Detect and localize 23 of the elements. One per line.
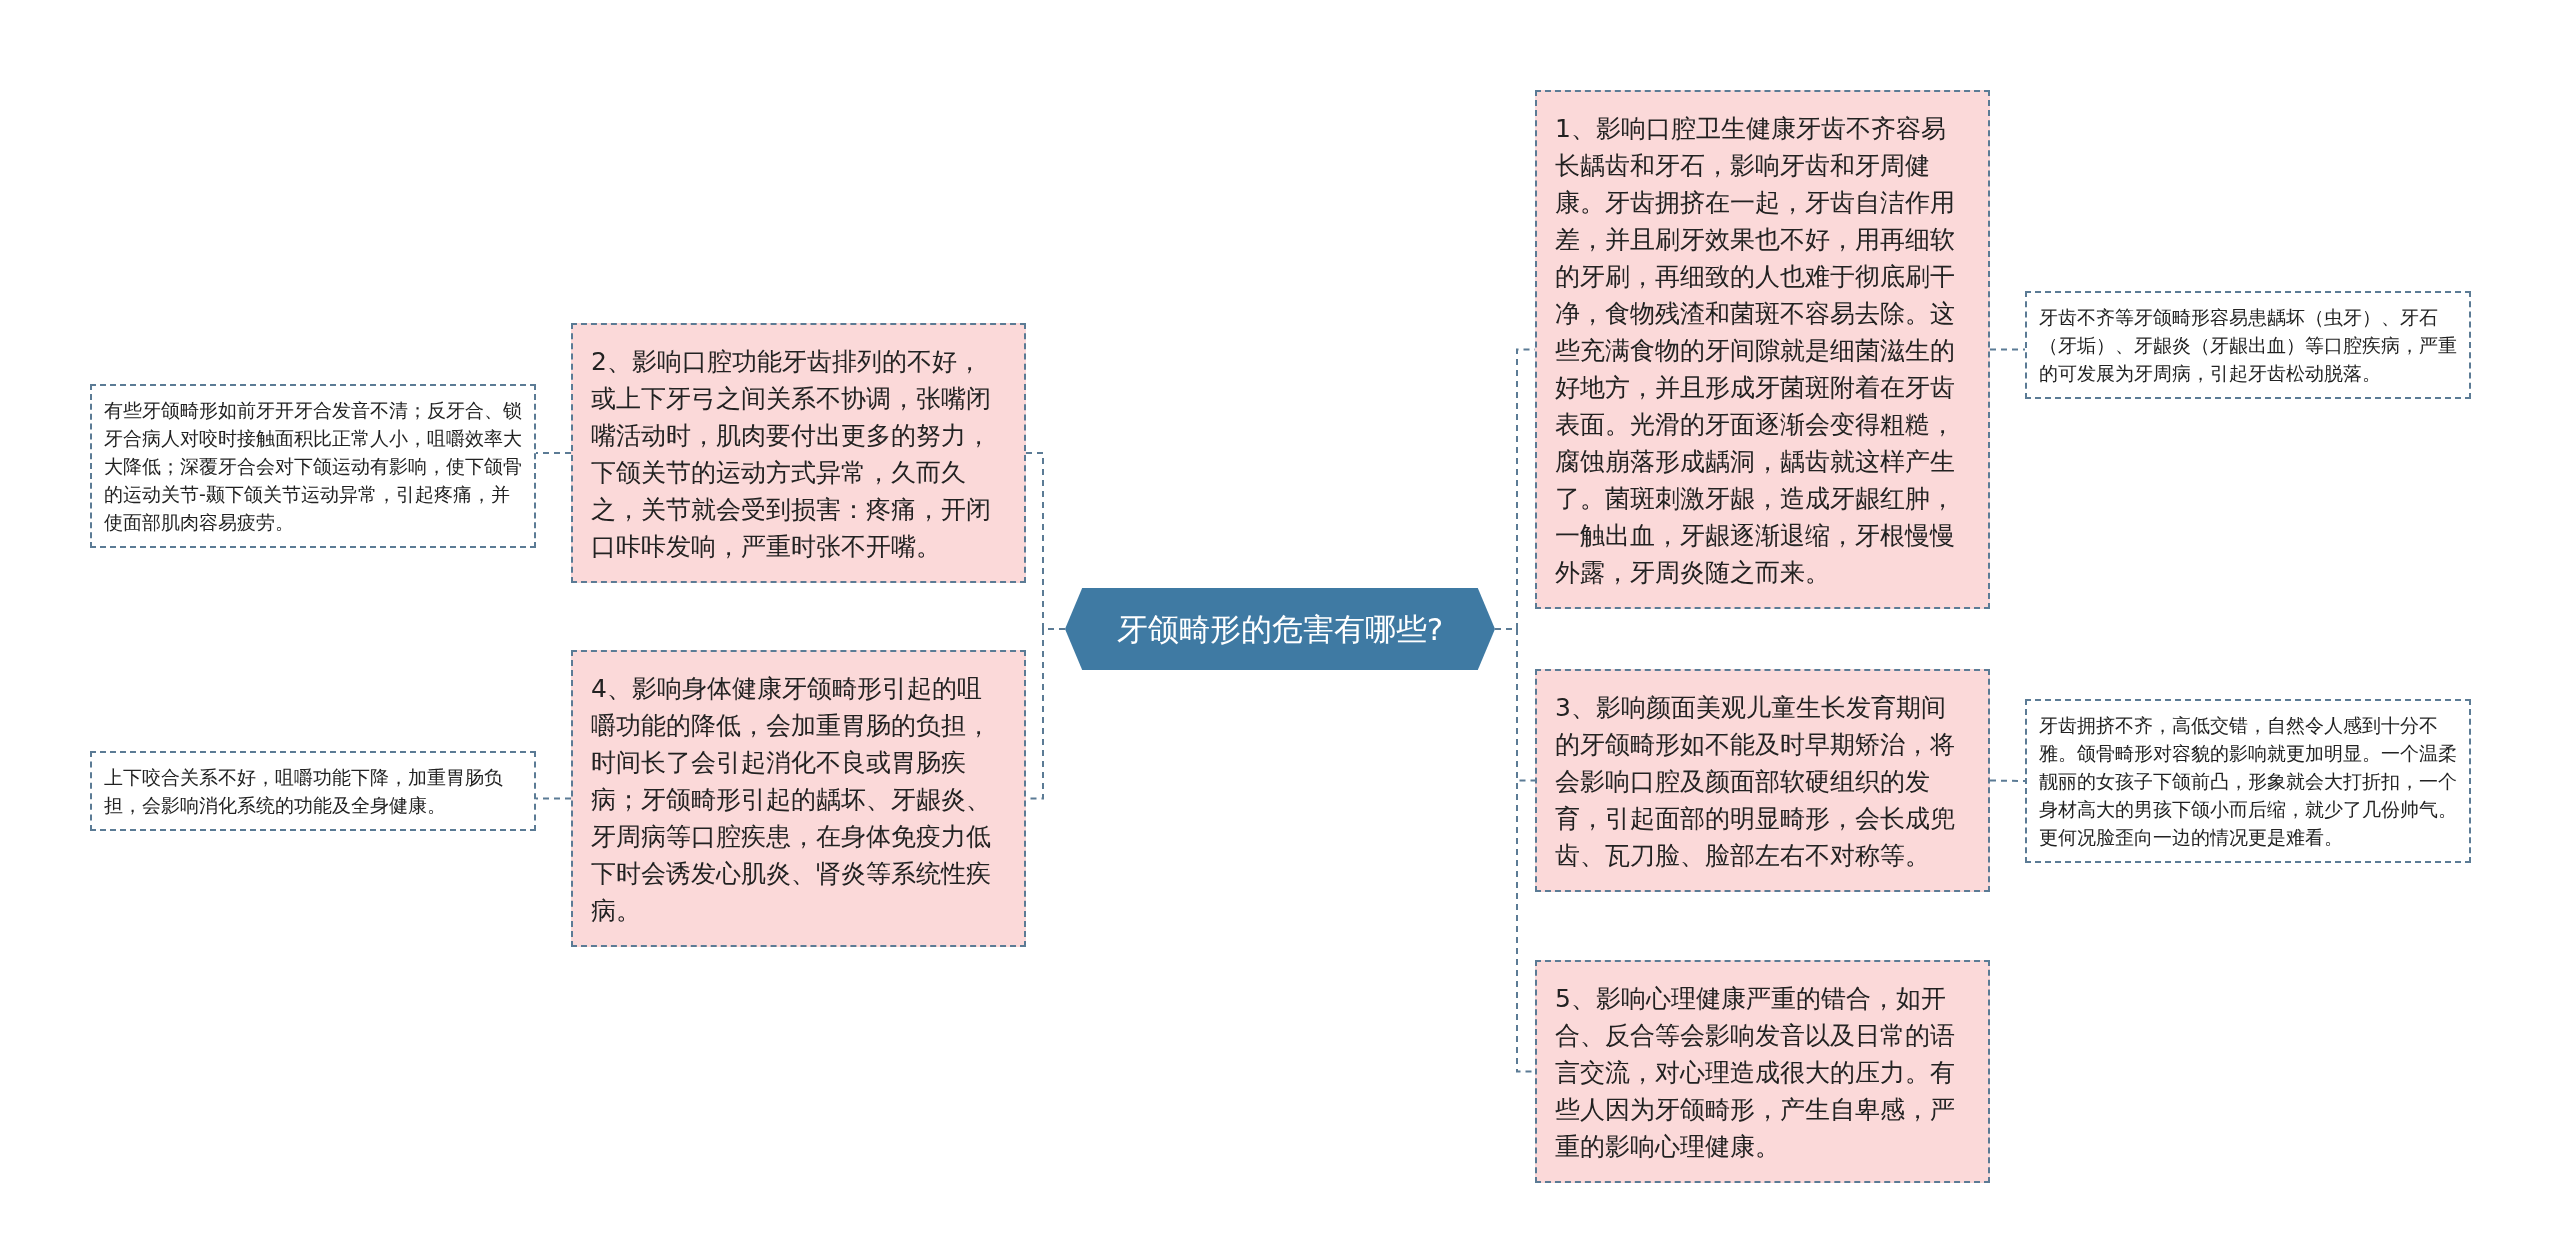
topic-box <box>571 323 1026 583</box>
node-text: 上下咬合关系不好，咀嚼功能下降，加重胃肠负担，会影响消化系统的功能及全身健康。 <box>104 765 504 818</box>
topic-box <box>1535 960 1990 1183</box>
topic-box <box>1535 669 1990 892</box>
node-text: 5、影响心理健康严重的错合，如开合、反合等会影响发音以及日常的语言交流，对心理造成很大的压力。有些人因为牙颌畸形，产生自卑感，严重的影响心理健康。 <box>1555 983 1956 1163</box>
topic-box <box>571 650 1026 947</box>
node-text: 牙颌畸形的危害有哪些? <box>1116 610 1444 649</box>
note-box <box>2025 699 2471 863</box>
node-text: 牙齿拥挤不齐，高低交错，自然令人感到十分不雅。颌骨畸形对容貌的影响就更加明显。一个温柔靓丽的女孩子下颌前凸，形象就会大打折扣，一个身材高大的男孩下颌小而后缩，就少了几份帅气。更何况脸歪向一边的情况更是难看。 <box>2039 713 2457 850</box>
node-text: 牙齿不齐等牙颌畸形容易患龋坏（虫牙）、牙石（牙垢）、牙龈炎（牙龈出血）等口腔疾病，严重的可发展为牙周病，引起牙齿松动脱落。 <box>2039 305 2457 386</box>
node-text: 3、影响颜面美观儿童生长发育期间的牙颌畸形如不能及时早期矫治，将会影响口腔及颜面部软硬组织的发育，引起面部的明显畸形，会长成兜齿、瓦刀脸、脸部左右不对称等。 <box>1555 692 1956 872</box>
connector-line <box>535 452 572 454</box>
connector-line <box>1989 348 2026 351</box>
node-text: 有些牙颌畸形如前牙开牙合发音不清；反牙合、锁牙合病人对咬时接触面积比正常人小，咀嚼效率大大降低；深覆牙合会对下颌运动有影响，使下颌骨的运动关节-颞下颌关节运动异常，引起疼痛，并使面部肌肉容易疲劳。 <box>104 398 522 535</box>
note-box <box>2025 291 2471 399</box>
connector-line <box>535 797 572 800</box>
node-text: 4、影响身体健康牙颌畸形引起的咀嚼功能的降低，会加重胃肠的负担，时间长了会引起消化不良或胃肠疾病；牙颌畸形引起的龋坏、牙龈炎、牙周病等口腔疾患，在身体免疫力低下时会诱发心肌炎、肾炎等系统性疾病。 <box>591 673 992 927</box>
note-box <box>90 384 536 548</box>
node-text: 2、影响口腔功能牙齿排列的不好，或上下牙弓之间关系不协调，张嘴闭嘴活动时，肌肉要付出更多的努力，下颌关节的运动方式异常，久而久之，关节就会受到损害：疼痛，开闭口咔咔发响，严重时张不开嘴。 <box>591 346 992 563</box>
note-box <box>90 751 536 831</box>
connector-line <box>1989 779 2026 782</box>
topic-box <box>1535 90 1990 609</box>
node-text: 1、影响口腔卫生健康牙齿不齐容易长龋齿和牙石，影响牙齿和牙周健康。牙齿拥挤在一起，牙齿自洁作用差，并且刷牙效果也不好，用再细软的牙刷，再细致的人也难于彻底刷干净，食物残渣和菌斑不容易去除。这些充满食物的牙间隙就是细菌滋生的好地方，并且形成牙菌斑附着在牙齿表面。光滑的牙面逐渐会变得粗糙，腐蚀崩落形成龋洞，龋齿就这样产生了。菌斑刺激牙龈，造成牙龈红肿，一触出血，牙龈逐渐退缩，牙根慢慢外露，牙周炎随之而来。 <box>1555 113 1956 589</box>
